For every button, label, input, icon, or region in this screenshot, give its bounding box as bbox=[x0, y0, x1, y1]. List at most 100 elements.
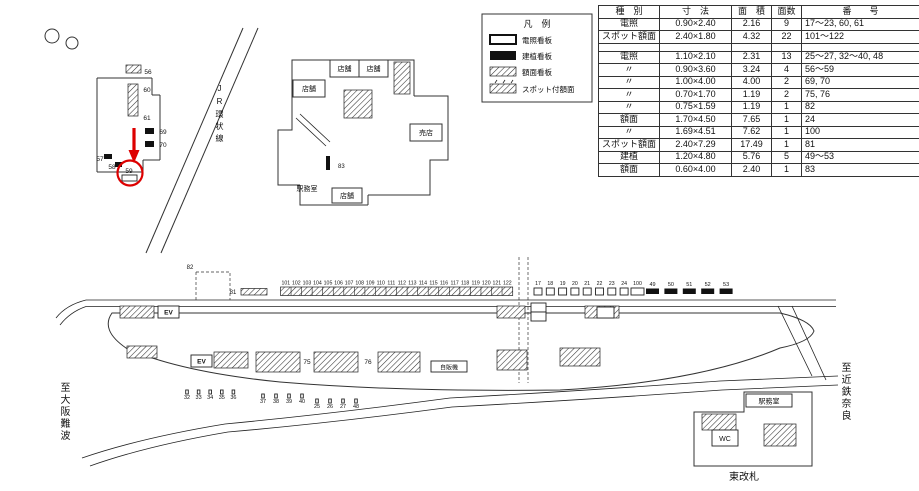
spotlight-ticks-icon bbox=[494, 79, 514, 84]
spec-cell: 2.40 bbox=[731, 163, 773, 177]
lower-sign-number: 40 bbox=[299, 399, 305, 405]
spec-cell: 1 bbox=[771, 138, 803, 152]
station-building-outline bbox=[96, 77, 161, 173]
table-header: 面数 bbox=[771, 5, 803, 19]
spot-sign-number: 120 bbox=[482, 281, 491, 287]
spec-cell: 7.62 bbox=[731, 125, 773, 139]
table-header: 番 号 bbox=[801, 5, 919, 19]
stairs bbox=[213, 351, 249, 369]
crossover-tracks bbox=[777, 305, 827, 381]
stairs bbox=[559, 347, 601, 367]
sign-number: 76 bbox=[364, 359, 372, 366]
densho-sign-marker bbox=[607, 287, 617, 296]
spec-cell: 9 bbox=[771, 17, 803, 31]
panel-sign-icon bbox=[489, 66, 517, 77]
platform-booth bbox=[530, 302, 547, 313]
sign-56-marker bbox=[125, 64, 142, 74]
lower-sign-number: 48 bbox=[353, 404, 359, 410]
spec-cell: 4.32 bbox=[731, 30, 773, 44]
sign-number: 61 bbox=[143, 115, 151, 122]
erected-sign-number: 52 bbox=[705, 282, 711, 288]
escalator bbox=[295, 113, 331, 147]
concourse-map: 店舗 店舗 店舗 売店 83 駅務室 店舗 bbox=[277, 59, 449, 206]
platform-booth bbox=[596, 306, 615, 319]
spec-cell: 13 bbox=[771, 50, 803, 64]
spec-cell: スポット額面 bbox=[597, 30, 661, 44]
sign-number: 69 bbox=[159, 129, 167, 136]
spec-cell: 〃 bbox=[597, 75, 661, 89]
stairs bbox=[393, 61, 411, 95]
spec-cell: 69, 70 bbox=[801, 75, 919, 89]
stairs bbox=[313, 351, 359, 373]
densho-sign-number: 24 bbox=[621, 281, 627, 287]
sign-83-marker bbox=[326, 156, 330, 170]
lower-sign-marker bbox=[261, 393, 265, 399]
vicinity-map: 56 60 61 69 70 57 58 59 bbox=[44, 27, 259, 254]
lower-sign-number: 34 bbox=[207, 395, 213, 401]
spec-cell: 81 bbox=[801, 138, 919, 152]
lower-sign-number: 32 bbox=[184, 395, 190, 401]
erected-sign-number: 51 bbox=[686, 282, 692, 288]
spot-sign-number: 118 bbox=[461, 281, 469, 287]
stairs bbox=[763, 423, 797, 447]
erected-sign-marker bbox=[664, 288, 678, 294]
lower-sign-marker bbox=[220, 389, 224, 395]
sign-number: 82 bbox=[187, 265, 194, 271]
spec-cell bbox=[597, 42, 661, 52]
spot-sign-number: 121 bbox=[492, 281, 501, 287]
spec-cell: 1.00×4.00 bbox=[659, 75, 733, 89]
erected-sign-number: 50 bbox=[668, 282, 674, 288]
spot-sign-number: 102 bbox=[292, 281, 301, 287]
spec-cell: 24 bbox=[801, 113, 919, 127]
jr-loop-line bbox=[145, 27, 244, 254]
room-label: 店舗 bbox=[338, 64, 352, 73]
sign-82-dashed-leader bbox=[195, 271, 231, 300]
spec-cell: 0.60×4.00 bbox=[659, 163, 733, 177]
room-label: 店舗 bbox=[302, 84, 316, 93]
sign-number: 81 bbox=[230, 290, 237, 296]
stairs bbox=[496, 305, 526, 319]
densho-sign-marker bbox=[595, 287, 604, 296]
gate-office-box bbox=[745, 393, 793, 408]
spot-sign-number: 119 bbox=[472, 281, 480, 287]
room-label: 売店 bbox=[419, 128, 433, 137]
densho-sign-number: 23 bbox=[609, 281, 615, 287]
kiosk-box bbox=[409, 123, 443, 142]
spec-cell: スポット額面 bbox=[597, 138, 661, 152]
legend-item-label: 建植看板 bbox=[522, 51, 552, 61]
spec-cell: 0.90×2.40 bbox=[659, 17, 733, 31]
panel-sign-number: 100 bbox=[633, 281, 642, 287]
spec-cell: 1.69×4.51 bbox=[659, 125, 733, 139]
room-label: 店舗 bbox=[367, 64, 381, 73]
spec-cell: 建植 bbox=[597, 150, 661, 164]
elevator-box bbox=[157, 305, 180, 319]
jr-loop-line-label: JR環状線 bbox=[215, 84, 224, 146]
spot-sign-number: 111 bbox=[387, 281, 395, 287]
densho-sign-number: 22 bbox=[597, 281, 603, 287]
legend-item-label: スポット付額面 bbox=[522, 84, 575, 94]
densho-sign-marker bbox=[558, 287, 568, 296]
spec-cell: 2.40×1.80 bbox=[659, 30, 733, 44]
lower-sign-marker bbox=[341, 398, 345, 404]
spec-cell: 額面 bbox=[597, 163, 661, 177]
spec-cell: 101〜122 bbox=[801, 30, 919, 44]
concourse-outline bbox=[277, 59, 449, 206]
wc-label: WC bbox=[719, 436, 731, 443]
spot-sign-number: 104 bbox=[313, 281, 322, 287]
sign-number: 58 bbox=[108, 164, 116, 171]
densho-sign-number: 19 bbox=[560, 281, 566, 287]
lower-sign-number: 35 bbox=[219, 395, 225, 401]
erected-sign-number: 53 bbox=[723, 282, 729, 288]
sign-58-marker bbox=[115, 162, 122, 167]
erected-sign-marker bbox=[646, 288, 659, 294]
spot-sign-number: 116 bbox=[440, 281, 448, 287]
densho-sign-marker bbox=[582, 287, 592, 296]
spec-cell bbox=[771, 42, 803, 52]
panel-sign-marker bbox=[630, 287, 645, 296]
